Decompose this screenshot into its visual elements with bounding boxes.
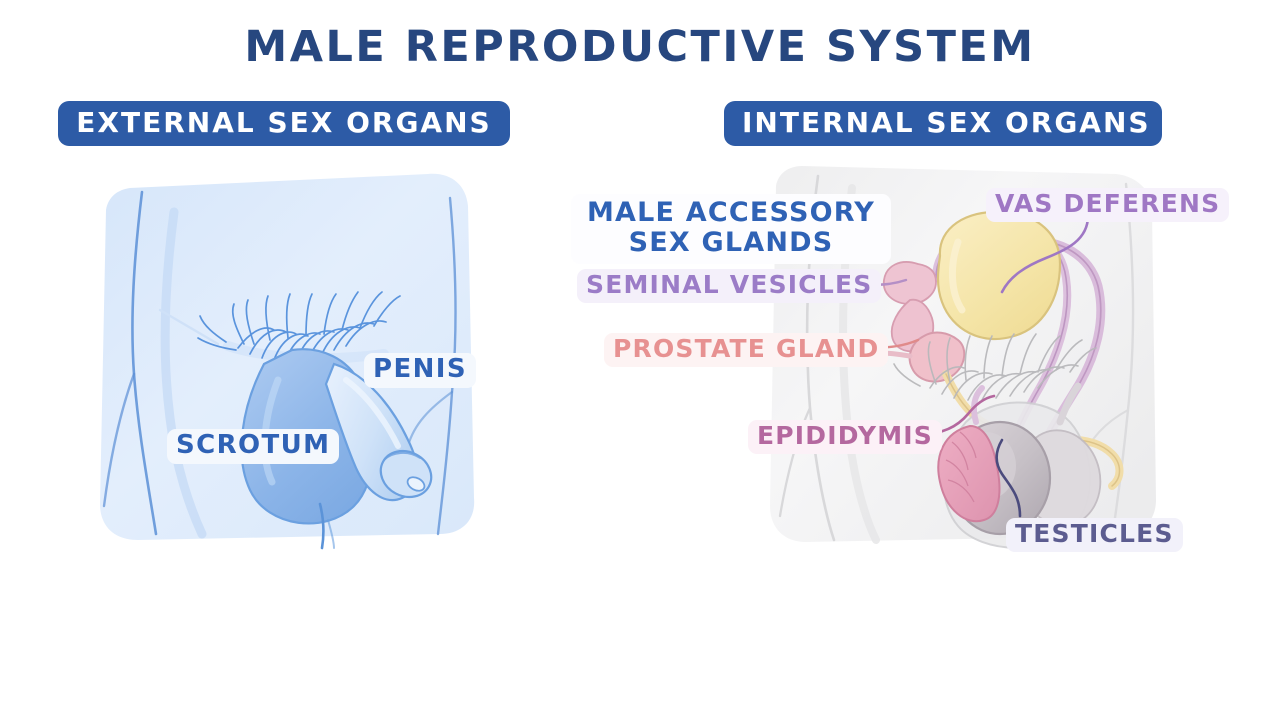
label-prostate-gland: PROSTATE GLAND (604, 333, 889, 367)
label-testicles: TESTICLES (1006, 518, 1183, 552)
label-penis: PENIS (364, 353, 476, 389)
label-vas-deferens: VAS DEFERENS (986, 188, 1230, 222)
label-scrotum: SCROTUM (167, 429, 340, 465)
label-male-accessory-sex-glands: MALE ACCESSORY SEX GLANDS (571, 194, 891, 265)
label-epididymis: EPIDIDYMIS (748, 420, 942, 454)
section-header-external-sex-organs: EXTERNAL SEX ORGANS (58, 101, 510, 147)
label-seminal-vesicles: SEMINAL VESICLES (577, 269, 882, 303)
label-male-accessory-sex-glands-line1: MALE ACCESSORY (586, 197, 876, 228)
label-male-accessory-sex-glands-line2: SEX GLANDS (628, 227, 834, 259)
section-header-internal-sex-organs: INTERNAL SEX ORGANS (724, 101, 1162, 147)
page-title: MALE REPRODUCTIVE SYSTEM (244, 22, 1036, 72)
